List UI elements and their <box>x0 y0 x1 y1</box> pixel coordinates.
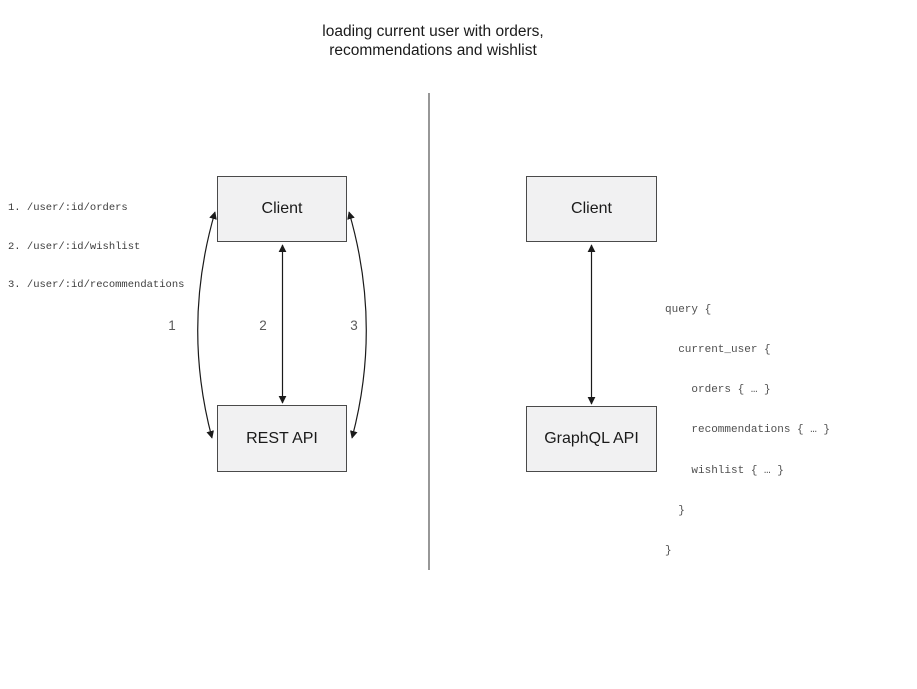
arrow-label-2: 2 <box>259 318 267 333</box>
arrow-label-1: 1 <box>168 318 176 333</box>
query-line: recommendations { … } <box>665 424 831 437</box>
query-line: } <box>665 504 685 517</box>
rest-client-box: Client <box>217 176 347 242</box>
rest-endpoint-orders: 1. /user/:id/orders <box>8 201 128 214</box>
arrow-label-3: 3 <box>350 318 358 333</box>
rest-api-box: REST API <box>217 405 347 472</box>
rest-arrow-1-orders <box>197 211 217 439</box>
query-line: current_user { <box>665 344 771 357</box>
rest-api-label: REST API <box>246 429 318 447</box>
rest-arrow-3-recommendations <box>347 211 367 439</box>
rest-client-label: Client <box>261 200 303 217</box>
rest-endpoint-recommendations: 3. /user/:id/recommendations <box>8 279 185 292</box>
query-line: orders { … } <box>665 384 771 397</box>
rest-endpoint-wishlist: 2. /user/:id/wishlist <box>8 240 141 253</box>
diagram-title-line2: recommendations and wishlist <box>329 42 537 59</box>
diagram-title-line1: loading current user with orders, <box>322 23 544 40</box>
graphql-client-box: Client <box>526 176 657 242</box>
diagram-title: loading current user with orders, recomm… <box>133 22 733 60</box>
query-line: wishlist { … } <box>665 464 784 477</box>
rest-endpoint-list: 1. /user/:id/orders 2. /user/:id/wishlis… <box>8 176 184 318</box>
graphql-api-label: GraphQL API <box>544 430 639 447</box>
query-line: } <box>665 545 672 558</box>
graphql-api-box: GraphQL API <box>526 406 657 472</box>
query-line: query { <box>665 303 712 316</box>
graphql-query-snippet: query { current_user { orders { … } reco… <box>665 277 830 585</box>
graphql-client-label: Client <box>571 200 612 217</box>
